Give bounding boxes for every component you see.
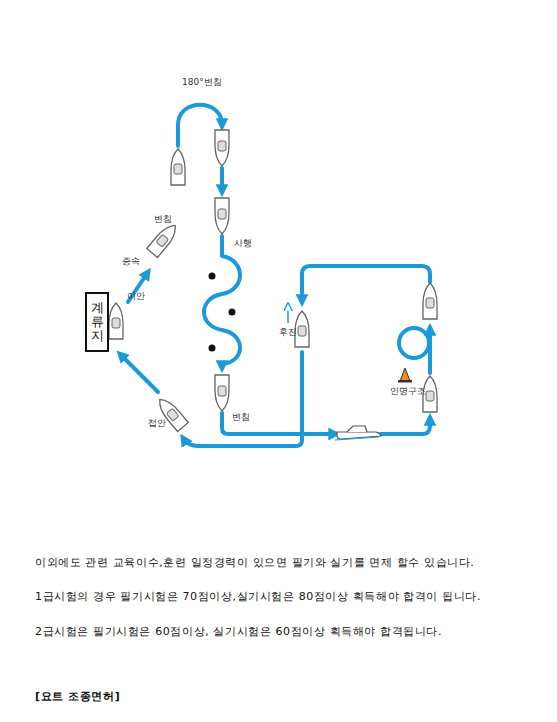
turn-label: 180°변침	[182, 77, 222, 88]
buoy-dots	[209, 273, 236, 352]
boat-icon	[215, 198, 229, 234]
course-path	[120, 105, 430, 446]
turn-label: 변침	[154, 214, 172, 225]
boat-icon	[147, 221, 181, 258]
speed-label: 증속	[122, 256, 140, 267]
mooring-box: 계류지	[85, 292, 109, 352]
note-text: 이외에도 관련 교육이수,훈련 일정경력이 있으면 필기와 실기를 면제 할수 …	[35, 556, 474, 570]
turn-label: 변침	[232, 412, 250, 423]
section-heading: [요트 조종면허]	[35, 690, 120, 704]
rescue-cone	[398, 368, 412, 383]
boat-icon	[423, 283, 437, 319]
boat-icon	[215, 130, 229, 166]
dock-label: 접안	[148, 418, 166, 429]
depart-label: 이안	[127, 291, 145, 302]
reverse-arrow	[287, 306, 289, 323]
node-text: 계류지	[91, 301, 104, 344]
boat-icon	[171, 149, 185, 185]
boat-icon	[109, 303, 123, 339]
speedboat	[335, 426, 381, 440]
boat-icon	[295, 311, 309, 347]
rescue-label: 인명구조	[390, 386, 426, 397]
note-text: 1급시험의 경우 필기시험은 70점이상,실기시험은 80점이상 획득해야 합격…	[35, 590, 481, 604]
note-text: 2급시험은 필기시험은 60점이상, 실기시험은 60점이상 획득해야 합격됩니…	[35, 625, 442, 639]
slalom-label: 사행	[234, 238, 252, 249]
reverse-label: 후진	[279, 327, 297, 338]
boat-icons	[109, 130, 437, 432]
boat-icon	[215, 375, 229, 411]
